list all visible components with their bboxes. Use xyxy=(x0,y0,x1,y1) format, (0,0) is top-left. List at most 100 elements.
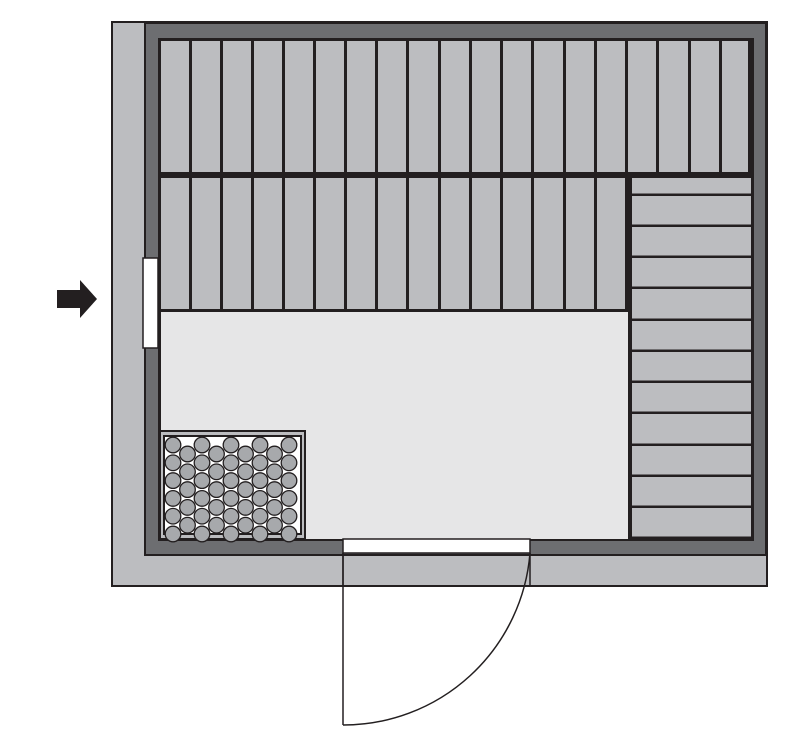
stove-stone xyxy=(266,481,283,499)
stove-stone xyxy=(251,489,269,507)
stove-stone xyxy=(280,525,298,543)
bench-slat xyxy=(632,508,751,537)
bench-slat xyxy=(378,178,406,309)
stove-stones xyxy=(164,436,298,543)
bench-slat xyxy=(722,41,748,172)
bench-slat xyxy=(534,41,563,172)
bench-slat xyxy=(285,41,313,172)
stove-stone xyxy=(222,507,240,525)
bench-slat xyxy=(472,41,500,172)
stove-stone xyxy=(237,463,254,481)
bench-slat xyxy=(316,41,344,172)
stove-stone xyxy=(280,489,298,507)
bench-slat xyxy=(441,178,469,309)
bench-slat xyxy=(161,178,189,309)
arrow-right-icon xyxy=(57,280,97,318)
stove-stone xyxy=(208,498,225,516)
stove-stone xyxy=(193,454,211,472)
stove-stone xyxy=(251,472,269,490)
bench-slat xyxy=(632,321,751,350)
stove-stone xyxy=(266,498,283,516)
stove-stone xyxy=(280,507,298,525)
bench-slat xyxy=(409,178,438,309)
bench-slat xyxy=(223,178,251,309)
stove-stone xyxy=(193,507,211,525)
benches xyxy=(161,41,751,537)
stove-stone xyxy=(164,507,182,525)
bench-slat xyxy=(632,258,751,287)
stove-stone xyxy=(164,489,182,507)
stove-stone xyxy=(164,525,182,543)
bench-slat xyxy=(597,41,625,172)
stove-stone xyxy=(251,436,269,454)
stove-stone xyxy=(237,498,254,516)
bench-slat xyxy=(378,41,406,172)
bench-slat xyxy=(632,446,751,475)
bench-slat xyxy=(161,41,189,172)
bench-slat xyxy=(632,178,751,194)
stove-stone xyxy=(179,463,196,481)
side-window xyxy=(142,257,159,349)
bench-slat xyxy=(472,178,500,309)
stove-stone xyxy=(208,445,225,463)
stove-stone xyxy=(251,454,269,472)
stove-stone xyxy=(222,525,240,543)
bench-slat xyxy=(409,41,438,172)
stove-stone xyxy=(179,445,196,463)
bench-slat xyxy=(632,196,751,225)
door-swing-arc xyxy=(342,552,531,726)
bench-slat xyxy=(632,289,751,319)
bench-slat xyxy=(597,178,625,309)
bench-slat xyxy=(192,178,220,309)
stove-stone xyxy=(179,481,196,499)
bench-slat xyxy=(254,41,282,172)
stove-stone xyxy=(280,472,298,490)
bench-slat xyxy=(316,178,344,309)
stove-stone xyxy=(237,481,254,499)
stove-stone xyxy=(193,436,211,454)
stove-stone xyxy=(266,516,283,534)
stove-stone xyxy=(266,463,283,481)
bench-slat xyxy=(632,383,751,412)
bench-slat xyxy=(659,41,688,172)
stove-stone xyxy=(222,454,240,472)
bench-slat xyxy=(632,414,751,444)
bench-slat xyxy=(192,41,220,172)
stove-stone xyxy=(193,472,211,490)
bench-slat xyxy=(691,41,719,172)
stove-stone xyxy=(251,525,269,543)
stove-stone xyxy=(164,436,182,454)
bench-slat xyxy=(632,227,751,256)
stove-stone xyxy=(179,498,196,516)
bench-slat xyxy=(628,41,656,172)
bench-slat xyxy=(441,41,469,172)
stove-stone xyxy=(193,525,211,543)
door-opening xyxy=(342,538,531,554)
stove-stone xyxy=(208,481,225,499)
bench-slat xyxy=(534,178,563,309)
bench-slat xyxy=(347,178,375,309)
sauna-stove xyxy=(159,430,306,543)
bench-slat xyxy=(632,477,751,506)
stove-stone xyxy=(179,516,196,534)
stove-stone xyxy=(222,489,240,507)
stove-stone xyxy=(266,445,283,463)
bench-slat xyxy=(503,41,531,172)
bench-slat xyxy=(285,178,313,309)
bench-slat xyxy=(347,41,375,172)
stove-stone xyxy=(222,436,240,454)
stove-stone xyxy=(208,463,225,481)
stove-stone xyxy=(208,516,225,534)
bench-slat xyxy=(223,41,251,172)
bench-slat xyxy=(254,178,282,309)
stove-stone xyxy=(251,507,269,525)
stove-stone xyxy=(193,489,211,507)
bench-slat xyxy=(566,178,594,309)
stove-stone xyxy=(164,454,182,472)
bench-slat xyxy=(503,178,531,309)
stove-stone xyxy=(222,472,240,490)
stove-stone xyxy=(280,436,298,454)
stove-stone xyxy=(280,454,298,472)
stove-stone xyxy=(237,516,254,534)
